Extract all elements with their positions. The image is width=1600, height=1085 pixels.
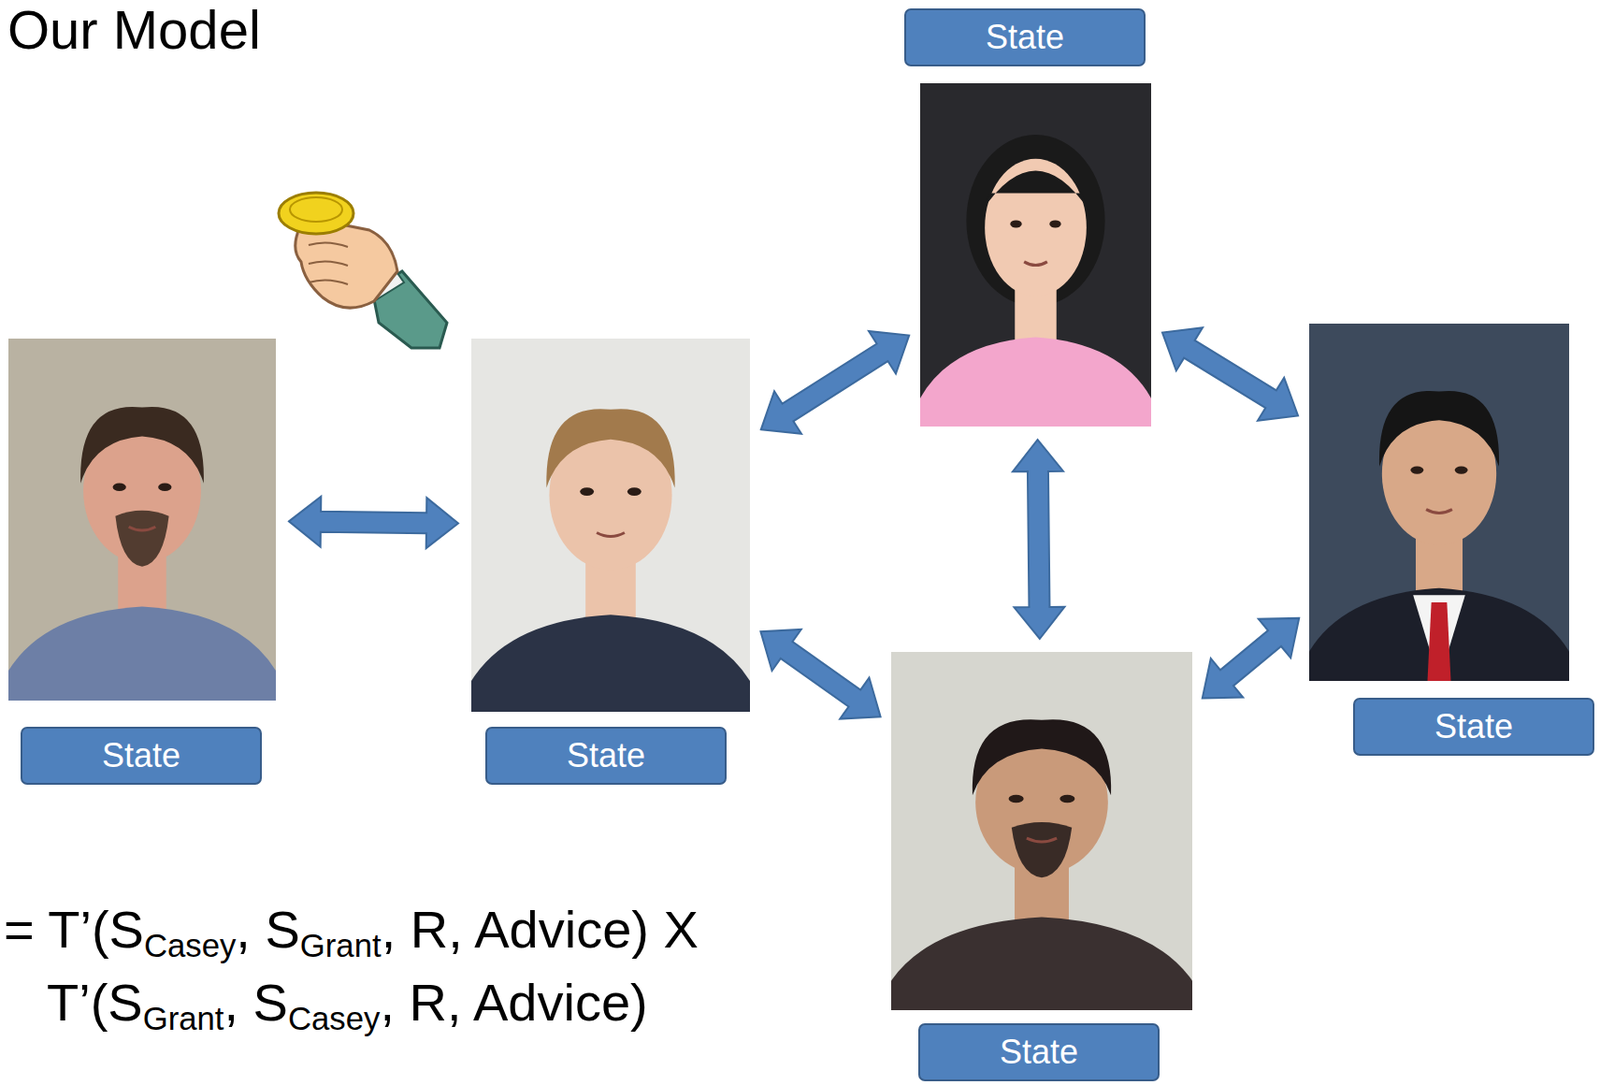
double-arrow [1012,439,1066,639]
state-box: State [918,1023,1160,1082]
eye [1009,219,1022,228]
double-arrow [761,331,909,434]
beard [115,510,169,567]
eye [1410,465,1424,474]
eye [579,487,594,496]
state-box: State [20,726,262,785]
state-label: State [999,1035,1079,1069]
eye [1009,794,1024,803]
person-node: State [920,83,1152,427]
double-arrow [288,496,459,548]
torso [8,605,276,701]
person-node: State [471,338,750,712]
person-photo [908,83,1164,427]
hair [972,719,1111,795]
torso [920,337,1152,427]
person-node: State [1309,323,1570,681]
eye [1049,219,1061,228]
mouth [129,526,157,531]
mouth [1026,837,1057,842]
hair [80,406,204,484]
eye [627,487,642,496]
eye [113,482,127,491]
double-arrow [1162,327,1298,420]
eye [158,482,172,491]
hair [546,408,675,488]
state-label: State [101,738,181,773]
finger-line [308,260,348,266]
coin [278,192,354,234]
state-label: State [566,738,646,773]
eye [1455,465,1469,474]
double-arrow [1202,618,1299,699]
state-label: State [1434,709,1514,744]
hair [1379,390,1500,467]
state-label: State [985,20,1065,55]
person-photo [457,338,764,712]
eye [1059,794,1075,803]
person-photo [876,651,1208,1010]
person-photo [1296,323,1583,681]
fringe [982,171,1090,211]
state-box: State [1353,697,1595,756]
mouth [1023,261,1048,266]
hair [965,134,1105,306]
mouth [596,532,625,536]
coin-hand-icon [278,192,447,348]
state-box: State [485,726,727,785]
tie [1427,602,1451,681]
formula-text: = T’(SCasey, SGrant, R, Advice) X [3,899,699,960]
torso [891,916,1193,1010]
torso [471,614,750,712]
state-box: State [904,8,1146,67]
double-arrow [760,629,880,720]
finger-line [308,279,348,285]
mouth [1426,509,1453,514]
beard [1011,821,1072,878]
formula-text: T’(SGrant, SCasey, R, Advice) [46,972,649,1033]
coin-rim [289,197,343,222]
shirt [1412,594,1466,681]
person-node: State [8,338,276,701]
slide-title: Our Model [7,0,261,60]
finger-line [308,242,348,247]
person-node: State [891,651,1193,1010]
torso [1309,588,1570,681]
person-photo [0,338,289,701]
